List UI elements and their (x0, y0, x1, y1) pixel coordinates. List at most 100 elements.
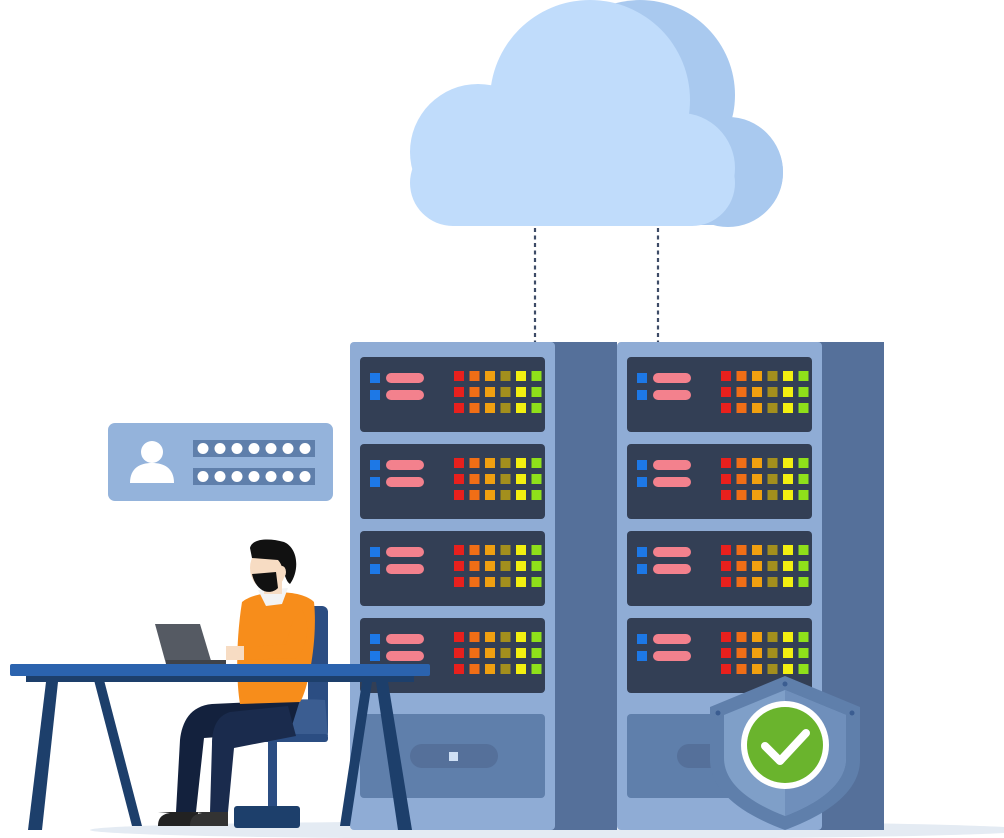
activity-led (531, 577, 542, 587)
server-unit (627, 531, 812, 606)
activity-led (752, 648, 762, 658)
status-led (637, 373, 647, 383)
status-led (370, 390, 380, 400)
activity-led (798, 403, 809, 413)
activity-led (721, 664, 731, 674)
activity-led (516, 403, 526, 413)
server-unit (360, 444, 545, 519)
password-fields (193, 440, 315, 485)
activity-led (469, 648, 480, 658)
status-bar (386, 634, 424, 644)
activity-led (454, 490, 464, 500)
status-bar (386, 547, 424, 557)
activity-led (752, 474, 762, 484)
password-dot (231, 443, 243, 454)
activity-led (469, 474, 480, 484)
activity-led (500, 490, 511, 500)
activity-led (721, 545, 731, 555)
status-led (370, 634, 380, 644)
activity-led (721, 403, 731, 413)
activity-led (500, 458, 511, 468)
activity-led (454, 371, 464, 381)
activity-led (736, 458, 747, 468)
activity-led (798, 648, 809, 658)
activity-led (454, 458, 464, 468)
login-card (108, 423, 333, 501)
password-dot (265, 471, 277, 482)
activity-led (531, 648, 542, 658)
status-bar (386, 373, 424, 383)
status-led (370, 547, 380, 557)
activity-led (798, 545, 809, 555)
masked-password-field (193, 468, 315, 485)
password-dot (299, 471, 311, 482)
activity-led (767, 371, 778, 381)
activity-led (485, 648, 495, 658)
activity-led (736, 632, 747, 642)
activity-led (454, 561, 464, 571)
status-led (637, 477, 647, 487)
activity-led (783, 664, 793, 674)
activity-led (454, 545, 464, 555)
status-led (370, 477, 380, 487)
status-led (370, 373, 380, 383)
person-at-laptop (158, 539, 315, 826)
activity-led (783, 632, 793, 642)
status-bar (386, 651, 424, 661)
password-dot (231, 471, 243, 482)
activity-led (783, 577, 793, 587)
masked-password-field (193, 440, 315, 457)
activity-led (454, 577, 464, 587)
activity-led (798, 577, 809, 587)
activity-led (752, 490, 762, 500)
activity-led (783, 403, 793, 413)
activity-led (752, 387, 762, 397)
activity-led (721, 648, 731, 658)
activity-led (485, 474, 495, 484)
laptop (155, 624, 226, 665)
activity-led (783, 458, 793, 468)
status-led (637, 547, 647, 557)
activity-led (752, 577, 762, 587)
status-bar (653, 651, 691, 661)
activity-led (736, 577, 747, 587)
activity-led (531, 490, 542, 500)
activity-led (469, 561, 480, 571)
activity-led (798, 387, 809, 397)
activity-led (767, 545, 778, 555)
status-led (637, 390, 647, 400)
activity-led (752, 458, 762, 468)
shield-check-icon (710, 676, 860, 830)
activity-led (500, 577, 511, 587)
activity-led (485, 490, 495, 500)
user-icon (130, 441, 174, 483)
status-led (637, 564, 647, 574)
status-bar (653, 547, 691, 557)
activity-led (721, 577, 731, 587)
activity-led (783, 387, 793, 397)
activity-led (454, 387, 464, 397)
status-led (370, 651, 380, 661)
activity-led (469, 458, 480, 468)
activity-led (783, 648, 793, 658)
activity-led (531, 664, 542, 674)
activity-led (798, 371, 809, 381)
activity-led (500, 474, 511, 484)
status-bar (653, 564, 691, 574)
status-led (637, 651, 647, 661)
activity-led (531, 632, 542, 642)
activity-led (798, 458, 809, 468)
activity-led (798, 632, 809, 642)
activity-led (500, 387, 511, 397)
password-dot (197, 471, 209, 482)
activity-led (500, 371, 511, 381)
activity-led (721, 561, 731, 571)
rack-side-panel (551, 342, 617, 830)
password-dot (299, 443, 311, 454)
status-bar (653, 460, 691, 470)
activity-led (531, 387, 542, 397)
activity-led (752, 561, 762, 571)
status-led (637, 460, 647, 470)
activity-led (736, 403, 747, 413)
password-dot (214, 471, 226, 482)
